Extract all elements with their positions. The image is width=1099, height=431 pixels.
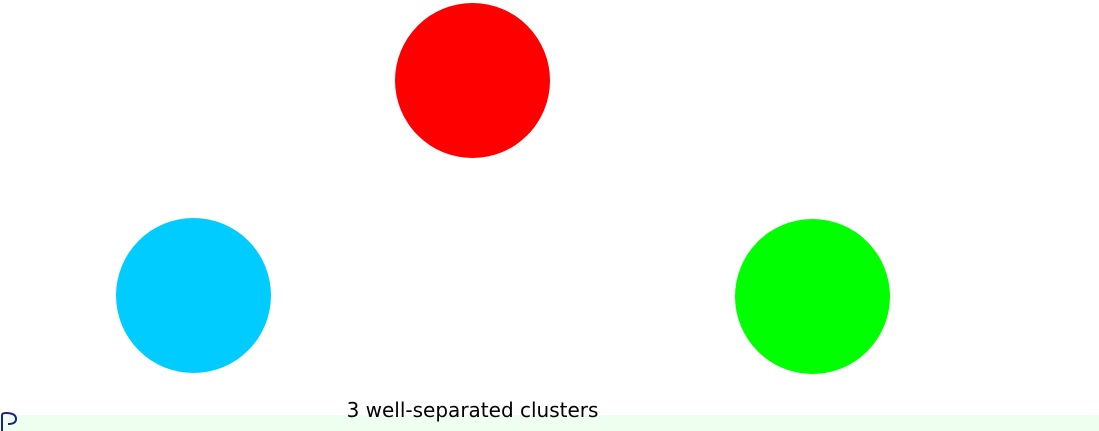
- cluster-left-cyan: [116, 218, 271, 373]
- cluster-top-red: [395, 3, 550, 158]
- cluster-right-green: [735, 219, 890, 374]
- footer-band: [0, 415, 1099, 431]
- caption-text: 3 well-separated clusters: [346, 398, 599, 422]
- corner-logo-fragment-icon: [0, 411, 22, 431]
